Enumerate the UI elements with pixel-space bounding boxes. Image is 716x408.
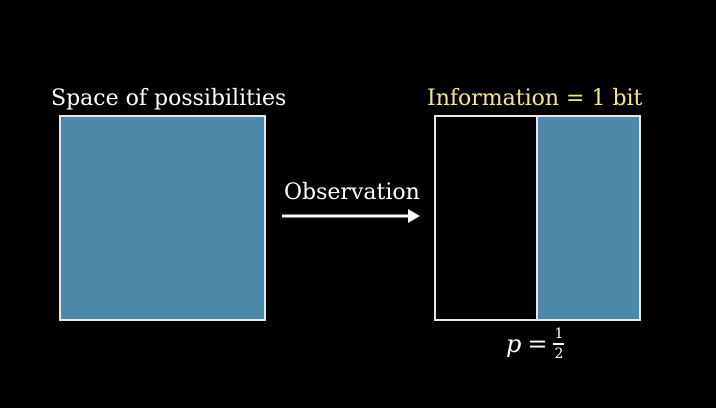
fraction-bar — [553, 343, 565, 345]
half-divider-line — [535, 117, 538, 319]
observation-arrow-icon — [282, 209, 420, 223]
remaining-possibility-region — [537, 117, 639, 319]
probability-label: p = 1 2 — [506, 326, 565, 362]
probability-fraction: 1 2 — [553, 326, 565, 362]
fraction-denominator: 2 — [554, 345, 564, 362]
fraction-numerator: 1 — [554, 326, 564, 343]
information-bit-label: Information = 1 bit — [427, 86, 643, 111]
reduced-possibility-space — [434, 115, 641, 321]
possibility-space-square — [59, 115, 266, 321]
space-of-possibilities-label: Space of possibilities — [51, 86, 287, 111]
probability-variable: p — [506, 330, 522, 358]
probability-equals: = — [527, 330, 548, 358]
observation-label: Observation — [284, 180, 420, 205]
